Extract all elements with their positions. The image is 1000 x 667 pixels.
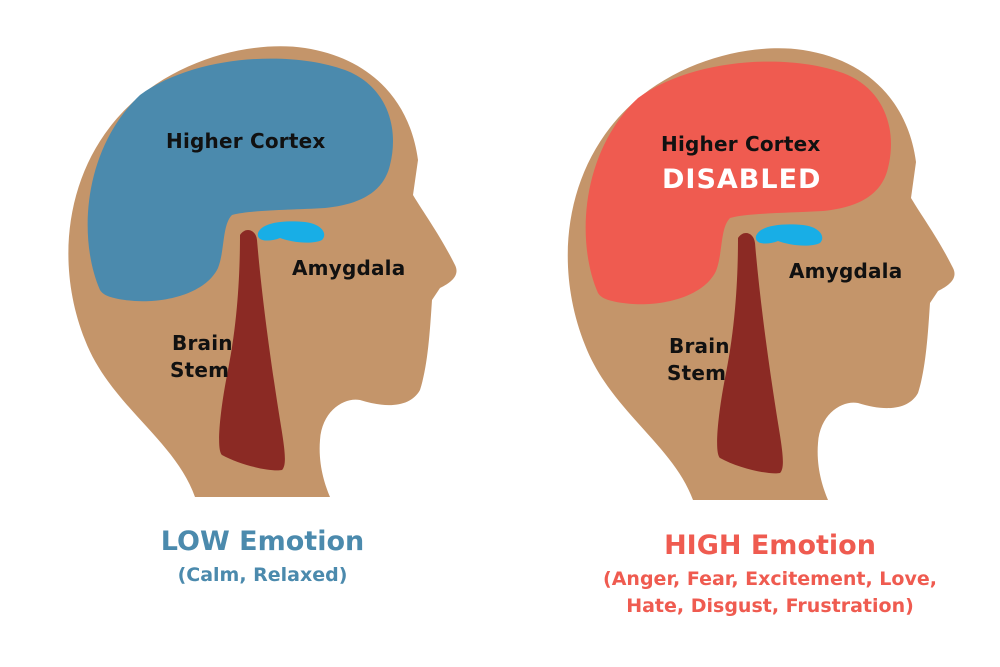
high-emotion-subtitle-line2: Hate, Disgust, Frustration) <box>626 595 914 617</box>
low-emotion-title: LOW Emotion <box>160 526 365 557</box>
higher-cortex-label: Higher Cortex <box>166 129 326 153</box>
high-emotion-subtitle-line1: (Anger, Fear, Excitement, Love, <box>603 568 937 590</box>
brain-stem-label-line2: Stem <box>667 361 727 385</box>
brain-stem-label-line1: Brain <box>172 331 233 355</box>
brain-stem-label-line2: Stem <box>170 358 230 382</box>
cortex-disabled-status: DISABLED <box>662 164 822 195</box>
brain-stem-region <box>717 232 783 474</box>
amygdala-region <box>257 221 325 243</box>
low-emotion-subtitle: (Calm, Relaxed) <box>177 564 348 586</box>
high-emotion-head <box>567 48 955 500</box>
higher-cortex-label: Higher Cortex <box>661 132 821 156</box>
brain-stem-label-line1: Brain <box>669 334 730 358</box>
amygdala-region <box>755 224 823 246</box>
amygdala-label: Amygdala <box>292 256 406 280</box>
low-emotion-head <box>68 46 457 497</box>
high-emotion-title: HIGH Emotion <box>664 530 876 561</box>
brain-stem-region <box>219 229 285 471</box>
higher-cortex-region <box>87 58 393 302</box>
higher-cortex-region <box>585 61 891 305</box>
amygdala-label: Amygdala <box>789 259 903 283</box>
